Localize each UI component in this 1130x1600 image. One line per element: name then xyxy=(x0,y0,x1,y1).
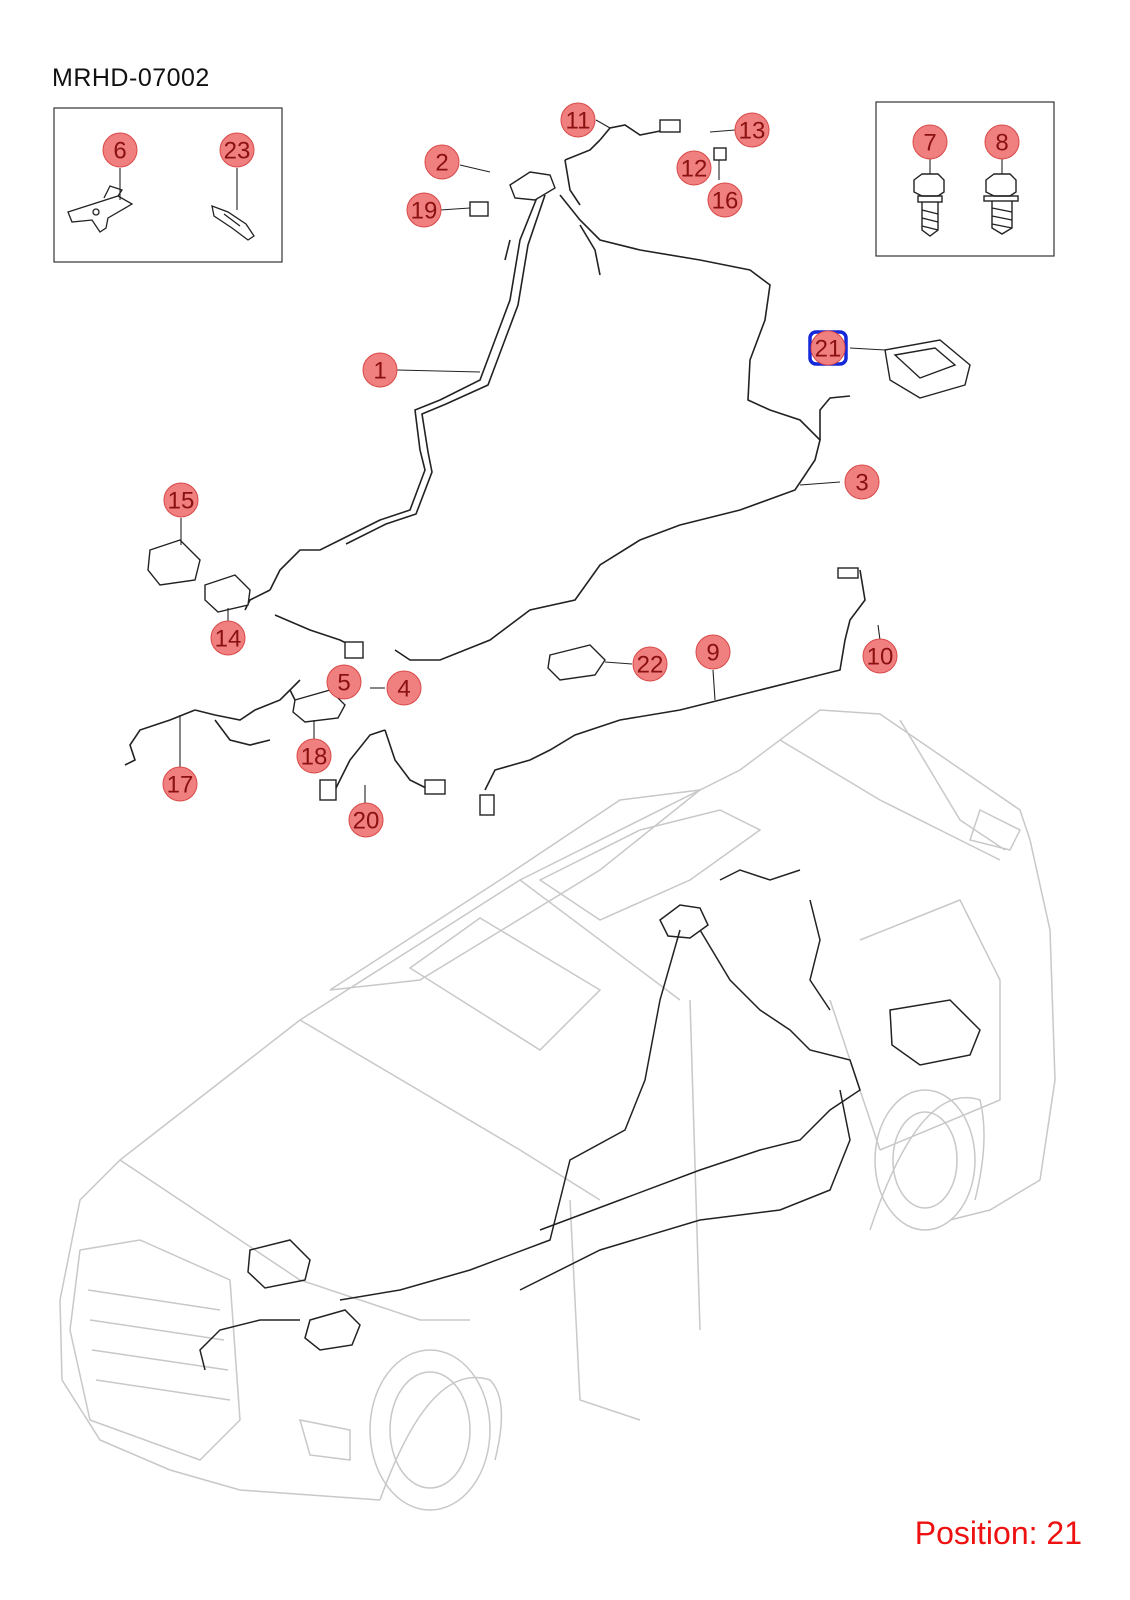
callout-number: 22 xyxy=(637,652,664,679)
connector-block-2 xyxy=(509,171,556,201)
callout-circle xyxy=(695,634,731,670)
callout-number: 3 xyxy=(855,470,868,497)
callout-circle xyxy=(296,738,332,774)
vehicle-outline xyxy=(59,709,1056,1511)
callout-circle xyxy=(163,482,199,518)
callout-12[interactable]: 12 xyxy=(676,150,712,186)
connector-9 xyxy=(479,794,495,816)
callout-number: 4 xyxy=(397,676,410,703)
callout-circle xyxy=(162,766,198,802)
callout-number: 5 xyxy=(337,670,350,697)
bolt-8-drawing xyxy=(983,173,1019,235)
callout-circle xyxy=(984,124,1020,160)
callout-number: 14 xyxy=(215,626,242,653)
callout-23[interactable]: 23 xyxy=(219,132,255,168)
callout-number: 20 xyxy=(353,808,380,835)
callout-circle xyxy=(862,638,898,674)
harness-drawing xyxy=(124,124,866,801)
diagram-title: MRHD-07002 xyxy=(52,64,210,92)
callout-number: 7 xyxy=(923,130,936,157)
callout-circle xyxy=(676,150,712,186)
callout-circle xyxy=(386,670,422,706)
callout-number: 13 xyxy=(739,118,766,145)
callout-18[interactable]: 18 xyxy=(296,738,332,774)
callout-circle xyxy=(912,124,948,160)
callout-7[interactable]: 7 xyxy=(912,124,948,160)
callout-number: 6 xyxy=(113,138,126,165)
callout-number: 19 xyxy=(411,198,438,225)
module-22 xyxy=(547,644,606,681)
position-label: Position: 21 xyxy=(914,1515,1082,1551)
inset-box-left xyxy=(53,107,283,263)
connector-20b xyxy=(424,779,446,795)
callout-number: 16 xyxy=(712,188,739,215)
bracket-15 xyxy=(147,539,201,586)
callout-2[interactable]: 2 xyxy=(424,144,460,180)
callout-circle xyxy=(734,112,770,148)
callout-circle xyxy=(326,664,362,700)
callout-6[interactable]: 6 xyxy=(102,132,138,168)
callout-circle xyxy=(362,352,398,388)
callout-circle xyxy=(348,802,384,838)
callout-number: 11 xyxy=(566,108,591,135)
callout-13[interactable]: 13 xyxy=(734,112,770,148)
bracket-part-drawing xyxy=(67,185,134,233)
callout-circle xyxy=(424,144,460,180)
callout-8[interactable]: 8 xyxy=(984,124,1020,160)
callout-21[interactable]: 21 xyxy=(808,330,848,366)
callout-1[interactable]: 1 xyxy=(362,352,398,388)
connector-19 xyxy=(469,201,489,217)
connector-9b xyxy=(837,567,859,579)
callout-number: 21 xyxy=(815,336,842,363)
grommet-16 xyxy=(713,147,727,161)
callout-22[interactable]: 22 xyxy=(632,646,668,682)
connector-20a xyxy=(319,779,337,801)
callout-circle xyxy=(810,330,846,366)
callout-number: 10 xyxy=(867,644,894,671)
inset-box-right xyxy=(875,101,1055,257)
callout-circle xyxy=(560,102,596,138)
callout-20[interactable]: 20 xyxy=(348,802,384,838)
callout-circle xyxy=(632,646,668,682)
callout-number: 12 xyxy=(681,156,708,183)
connector-5 xyxy=(344,641,364,659)
callout-circle xyxy=(210,620,246,656)
callout-circle xyxy=(406,192,442,228)
callout-circle xyxy=(707,182,743,218)
callout-number: 17 xyxy=(167,772,194,799)
bolt-7-drawing xyxy=(913,173,945,237)
callout-17[interactable]: 17 xyxy=(162,766,198,802)
fuse-part-drawing xyxy=(211,204,255,241)
callout-circle xyxy=(219,132,255,168)
leader-lines xyxy=(119,119,1003,805)
callout-4[interactable]: 4 xyxy=(386,670,422,706)
callout-16[interactable]: 16 xyxy=(707,182,743,218)
connector-11 xyxy=(659,119,681,133)
callout-circle xyxy=(844,464,880,500)
callout-number: 1 xyxy=(373,358,386,385)
callout-number: 8 xyxy=(995,130,1008,157)
callout-10[interactable]: 10 xyxy=(862,638,898,674)
callout-19[interactable]: 19 xyxy=(406,192,442,228)
callout-number: 23 xyxy=(224,138,251,165)
installed-components xyxy=(199,869,981,1371)
callout-15[interactable]: 15 xyxy=(163,482,199,518)
callout-circle xyxy=(102,132,138,168)
callout-5[interactable]: 5 xyxy=(326,664,362,700)
callout-3[interactable]: 3 xyxy=(844,464,880,500)
component-shapes xyxy=(147,119,971,816)
callout-14[interactable]: 14 xyxy=(210,620,246,656)
callout-number: 18 xyxy=(301,744,328,771)
callout-number: 9 xyxy=(706,640,719,667)
relay-box-14 xyxy=(204,574,251,613)
callout-number: 15 xyxy=(168,488,195,515)
callout-9[interactable]: 9 xyxy=(695,634,731,670)
callout-number: 2 xyxy=(435,150,448,177)
callout-11[interactable]: 11 xyxy=(560,102,596,138)
